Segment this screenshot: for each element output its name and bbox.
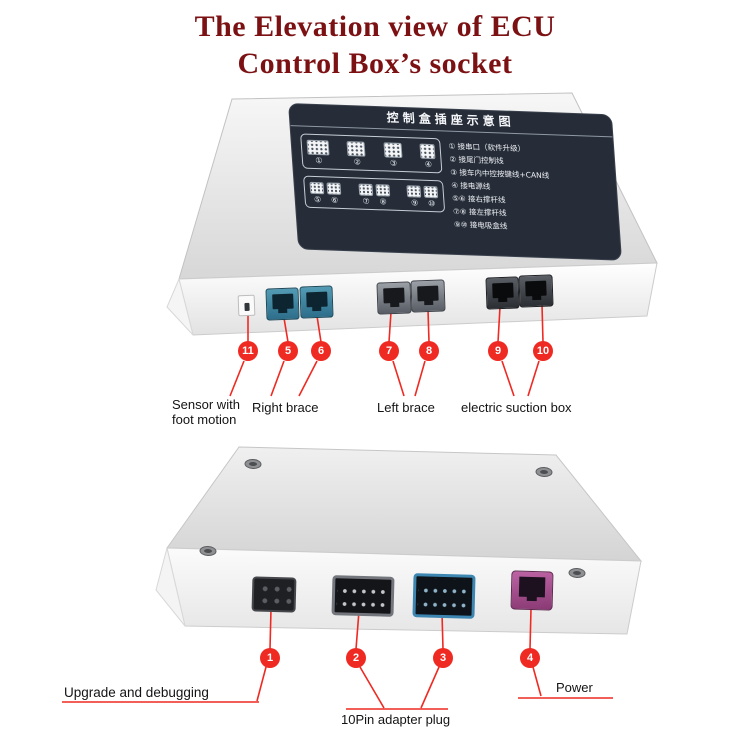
connector-chip-pair: ⑨ ⑩ — [406, 185, 439, 208]
connector-chip-icon — [306, 139, 330, 156]
bottom-device-body — [155, 446, 643, 635]
page-title-line2: Control Box’s socket — [237, 47, 513, 80]
chip-number: ② — [353, 157, 362, 167]
callout-number-6: 6 — [311, 341, 331, 361]
panel-icon-box-1: ① ② ③ ④ — [300, 133, 443, 174]
page-title-line1: The Elevation view of ECU — [194, 10, 556, 43]
socket-10 — [518, 274, 554, 308]
chip-number: ① — [315, 155, 323, 166]
connector-chip: ③ — [383, 142, 403, 168]
label-upgrade-debugging: Upgrade and debugging — [64, 685, 209, 700]
socket-opening — [491, 282, 514, 299]
connector-chip: ⑧ — [374, 184, 391, 207]
connector-chip-pair: ⑦ ⑧ — [357, 183, 391, 207]
callout-number-11: 11 — [238, 341, 258, 361]
socket-opening — [518, 576, 546, 598]
label-foot-sensor-line2: foot motion — [172, 412, 237, 427]
chip-number: ⑧ — [379, 197, 388, 207]
ten-pin-connector-black — [331, 575, 395, 617]
label-electric-suction-box: electric suction box — [461, 400, 572, 415]
socket-8 — [410, 279, 446, 313]
connector-chip-icon — [346, 141, 366, 157]
connector-chip: ⑩ — [423, 185, 439, 209]
bottom-device-top-face — [166, 446, 643, 562]
panel-icon-column: ① ② ③ ④ — [300, 133, 447, 232]
label-10pin-adapter: 10Pin adapter plug — [341, 712, 451, 727]
callout-lines — [62, 304, 613, 710]
panel-body: ① ② ③ ④ — [291, 126, 620, 243]
callout-number-4: 4 — [520, 648, 540, 668]
pin-grid — [255, 580, 293, 609]
panel-icon-box-2: ⑤ ⑥ ⑦ ⑧ — [303, 175, 446, 213]
foot-sensor-connector — [237, 294, 256, 317]
connector-chip-icon — [357, 183, 373, 197]
connector-chip-icon — [383, 142, 403, 159]
connector-chip-pair: ⑤ ⑥ — [309, 181, 342, 205]
socket-opening — [305, 291, 328, 308]
socket-opening — [525, 280, 547, 297]
power-connector — [510, 570, 554, 611]
callout-number-3: 3 — [433, 648, 453, 668]
chip-number: ⑥ — [330, 195, 339, 205]
chip-number: ⑨ — [410, 198, 419, 208]
connector-chip-icon — [326, 182, 342, 195]
chip-number: ⑦ — [362, 196, 371, 206]
connector-chip-icon — [419, 143, 436, 160]
connector-chip-icon — [423, 185, 439, 199]
ten-pin-connector-blue — [412, 573, 476, 619]
connector-chip: ② — [346, 141, 367, 167]
label-left-brace: Left brace — [377, 400, 435, 415]
bottom-device-left-edge — [155, 547, 186, 627]
chip-number: ⑤ — [313, 194, 322, 205]
chip-number: ③ — [389, 158, 398, 168]
socket-opening — [383, 287, 405, 304]
socket-6 — [299, 285, 334, 319]
pin-grid — [417, 578, 471, 614]
bottom-device-front-face — [166, 547, 642, 635]
connector-chip: ⑤ — [309, 181, 325, 205]
label-foot-sensor: Sensor with foot motion — [172, 397, 240, 427]
connector-chip: ⑦ — [357, 183, 374, 206]
connector-chip: ⑥ — [326, 182, 342, 205]
socket-5 — [265, 287, 300, 321]
top-device-left-edge — [166, 277, 194, 336]
panel-legend: ① 接串口（软件升级） ② 接尾门控制线 ③ 接车内中控按键线+CAN线 ④ 接… — [448, 139, 613, 239]
callout-number-2: 2 — [346, 648, 366, 668]
label-right-brace: Right brace — [252, 400, 319, 415]
sensor-pin — [243, 302, 250, 312]
connector-chip-icon — [374, 184, 390, 197]
connector-chip: ① — [306, 139, 331, 166]
callout-number-5: 5 — [278, 341, 298, 361]
chip-number: ④ — [424, 159, 433, 170]
label-power: Power — [556, 680, 593, 695]
pin-grid — [336, 580, 390, 612]
callout-number-1: 1 — [260, 648, 280, 668]
chip-number: ⑩ — [427, 198, 436, 209]
socket-7 — [376, 281, 412, 315]
label-foot-sensor-line1: Sensor with — [172, 397, 240, 412]
connector-chip-icon — [309, 181, 325, 195]
screw-icon — [199, 458, 586, 579]
callout-number-9: 9 — [488, 341, 508, 361]
socket-opening — [417, 285, 439, 302]
callout-number-8: 8 — [419, 341, 439, 361]
callout-number-7: 7 — [379, 341, 399, 361]
socket-diagram-panel: 控制盒插座示意图 ① ② ③ — [288, 103, 623, 261]
upgrade-connector — [251, 576, 297, 613]
connector-chip-icon — [406, 185, 422, 198]
callout-number-10: 10 — [533, 341, 553, 361]
connector-chip: ⑨ — [406, 185, 422, 208]
page-title: The Elevation view of ECU Control Box’s … — [0, 8, 750, 82]
connector-chip: ④ — [419, 143, 436, 170]
socket-9 — [485, 276, 520, 310]
socket-opening — [271, 293, 294, 310]
